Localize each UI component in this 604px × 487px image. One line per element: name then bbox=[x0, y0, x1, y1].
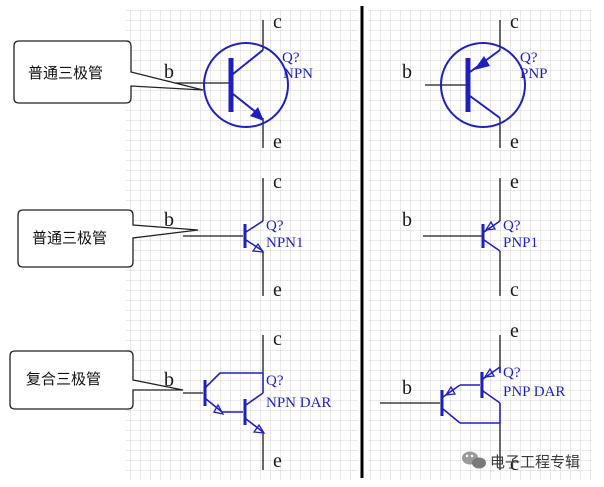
left-row1-ref-label: Q? bbox=[282, 50, 300, 66]
npn-transistor-symbol bbox=[170, 20, 289, 148]
left-row3-type-label: NPN DAR bbox=[266, 395, 331, 411]
callout-normal-mid-text: 普通三极管 bbox=[32, 229, 107, 247]
watermark-text: 电子工程专辑 bbox=[490, 453, 580, 471]
wechat-icon bbox=[462, 451, 486, 469]
left-row3-base-label: b bbox=[164, 369, 174, 391]
right-row1-collector-label: c bbox=[510, 11, 519, 33]
left-row1-type-label: NPN bbox=[283, 66, 313, 82]
left-row2-ref-label: Q? bbox=[266, 218, 284, 234]
right-row3-base-label: b bbox=[402, 377, 412, 399]
left-row2-type-label: NPN1 bbox=[266, 235, 304, 251]
left-row2-collector-label: c bbox=[273, 171, 282, 193]
left-row1-base-label: b bbox=[164, 61, 174, 83]
callout-normal-top-text: 普通三极管 bbox=[28, 64, 103, 82]
right-row1-ref-label: Q? bbox=[520, 50, 538, 66]
right-row2-base-label: b bbox=[402, 209, 412, 231]
right-row3-type-label: PNP DAR bbox=[503, 384, 565, 400]
pnp1-transistor-symbol bbox=[423, 178, 501, 296]
left-row2-emitter-label: e bbox=[273, 279, 282, 301]
right-row2-ref-label: Q? bbox=[503, 218, 521, 234]
npn1-transistor-symbol bbox=[183, 178, 265, 296]
right-row1-emitter-label: e bbox=[510, 131, 519, 153]
right-row3-top-label: e bbox=[510, 320, 519, 342]
callout-compound-transistor: 复合三极管 bbox=[9, 350, 184, 410]
right-row3-bottom-label: c bbox=[510, 453, 519, 475]
right-row2-bottom-label: c bbox=[510, 279, 519, 301]
left-row3-ref-label: Q? bbox=[266, 373, 284, 389]
callout-normal-transistor-top: 普通三极管 bbox=[13, 40, 204, 104]
right-grid-panel bbox=[368, 10, 592, 480]
right-row2-type-label: PNP1 bbox=[503, 235, 538, 251]
left-row3-collector-label: c bbox=[273, 328, 282, 350]
callout-normal-transistor-mid: 普通三极管 bbox=[17, 209, 199, 268]
left-row1-emitter-label: e bbox=[273, 131, 282, 153]
pnp-transistor-symbol bbox=[425, 20, 526, 148]
right-row3-ref-label: Q? bbox=[503, 365, 521, 381]
pnp-darlington-symbol bbox=[380, 335, 501, 470]
callout-compound-text: 复合三极管 bbox=[26, 370, 101, 388]
right-row1-base-label: b bbox=[402, 61, 412, 83]
left-row1-collector-label: c bbox=[273, 11, 282, 33]
watermark: 电子工程专辑 bbox=[462, 451, 580, 471]
left-row3-emitter-label: e bbox=[273, 450, 282, 472]
right-row1-type-label: PNP bbox=[520, 66, 548, 82]
right-row2-top-label: e bbox=[510, 171, 519, 193]
left-row2-base-label: b bbox=[164, 209, 174, 231]
npn-darlington-symbol bbox=[183, 335, 266, 470]
